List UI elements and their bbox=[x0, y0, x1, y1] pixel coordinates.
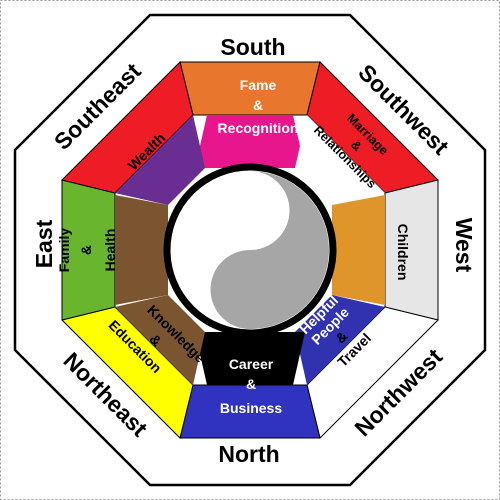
knowledge-inner-segment bbox=[115, 295, 205, 385]
helpful-inner-segment bbox=[295, 295, 385, 385]
children-inner-segment bbox=[332, 195, 385, 305]
career-label-line: Career bbox=[229, 356, 274, 372]
fame-label-line: Fame bbox=[240, 77, 277, 93]
direction-west: West bbox=[451, 218, 477, 273]
family-health-label: Family & Health bbox=[56, 228, 118, 273]
direction-north: North bbox=[218, 441, 279, 467]
direction-south: South bbox=[220, 34, 285, 60]
career-label-line: Business bbox=[220, 400, 282, 416]
relationships-inner-segment bbox=[295, 115, 385, 205]
family-label-line: Family bbox=[56, 228, 72, 273]
career-inner-segment bbox=[195, 332, 305, 385]
career-business-label: Career & Business bbox=[220, 356, 282, 416]
family-label-line: & bbox=[78, 245, 94, 255]
wealth-inner-segment bbox=[115, 115, 205, 205]
fame-label-line: Recognition bbox=[218, 120, 299, 136]
children-label: Children bbox=[395, 224, 411, 281]
yin-yang-dark-dot bbox=[239, 282, 261, 304]
fame-label-line: & bbox=[253, 97, 263, 113]
fame-recognition-label: Fame & Recognition bbox=[218, 77, 299, 136]
yin-yang-icon bbox=[163, 163, 337, 337]
career-label-line: & bbox=[246, 376, 256, 392]
fame-inner-segment bbox=[195, 115, 305, 168]
direction-east: East bbox=[31, 219, 57, 268]
family-inner-segment bbox=[115, 195, 168, 305]
yin-yang-light-dot bbox=[239, 199, 261, 221]
family-label-line: Health bbox=[102, 229, 118, 272]
